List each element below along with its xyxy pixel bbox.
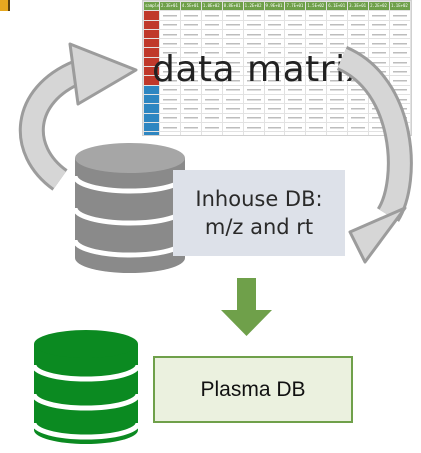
plasma-db-label: Plasma DB	[200, 377, 306, 401]
green-down-arrow	[221, 278, 272, 336]
gray-database-icon	[72, 143, 188, 273]
matrix-row-group-cell	[143, 131, 160, 135]
matrix-cell	[305, 131, 328, 135]
matrix-row	[143, 10, 411, 21]
inhouse-db-box: Inhouse DB: m/z and rt	[173, 170, 345, 256]
matrix-row	[143, 131, 411, 135]
green-database-icon	[31, 330, 141, 444]
corner-mark	[0, 0, 10, 11]
matrix-cell	[347, 131, 370, 135]
matrix-cell	[242, 131, 265, 135]
matrix-cell	[326, 131, 349, 135]
inhouse-db-title: Inhouse DB:	[195, 187, 323, 211]
inhouse-db-subtitle: m/z and rt	[204, 215, 314, 239]
left-curved-arrow	[18, 42, 138, 191]
data-matrix-label: data matrix	[152, 49, 368, 90]
matrix-cell	[263, 131, 286, 135]
matrix-cell	[284, 131, 307, 135]
matrix-row	[143, 28, 411, 40]
plasma-db-box: Plasma DB	[153, 356, 353, 423]
right-curved-arrow	[336, 46, 413, 264]
